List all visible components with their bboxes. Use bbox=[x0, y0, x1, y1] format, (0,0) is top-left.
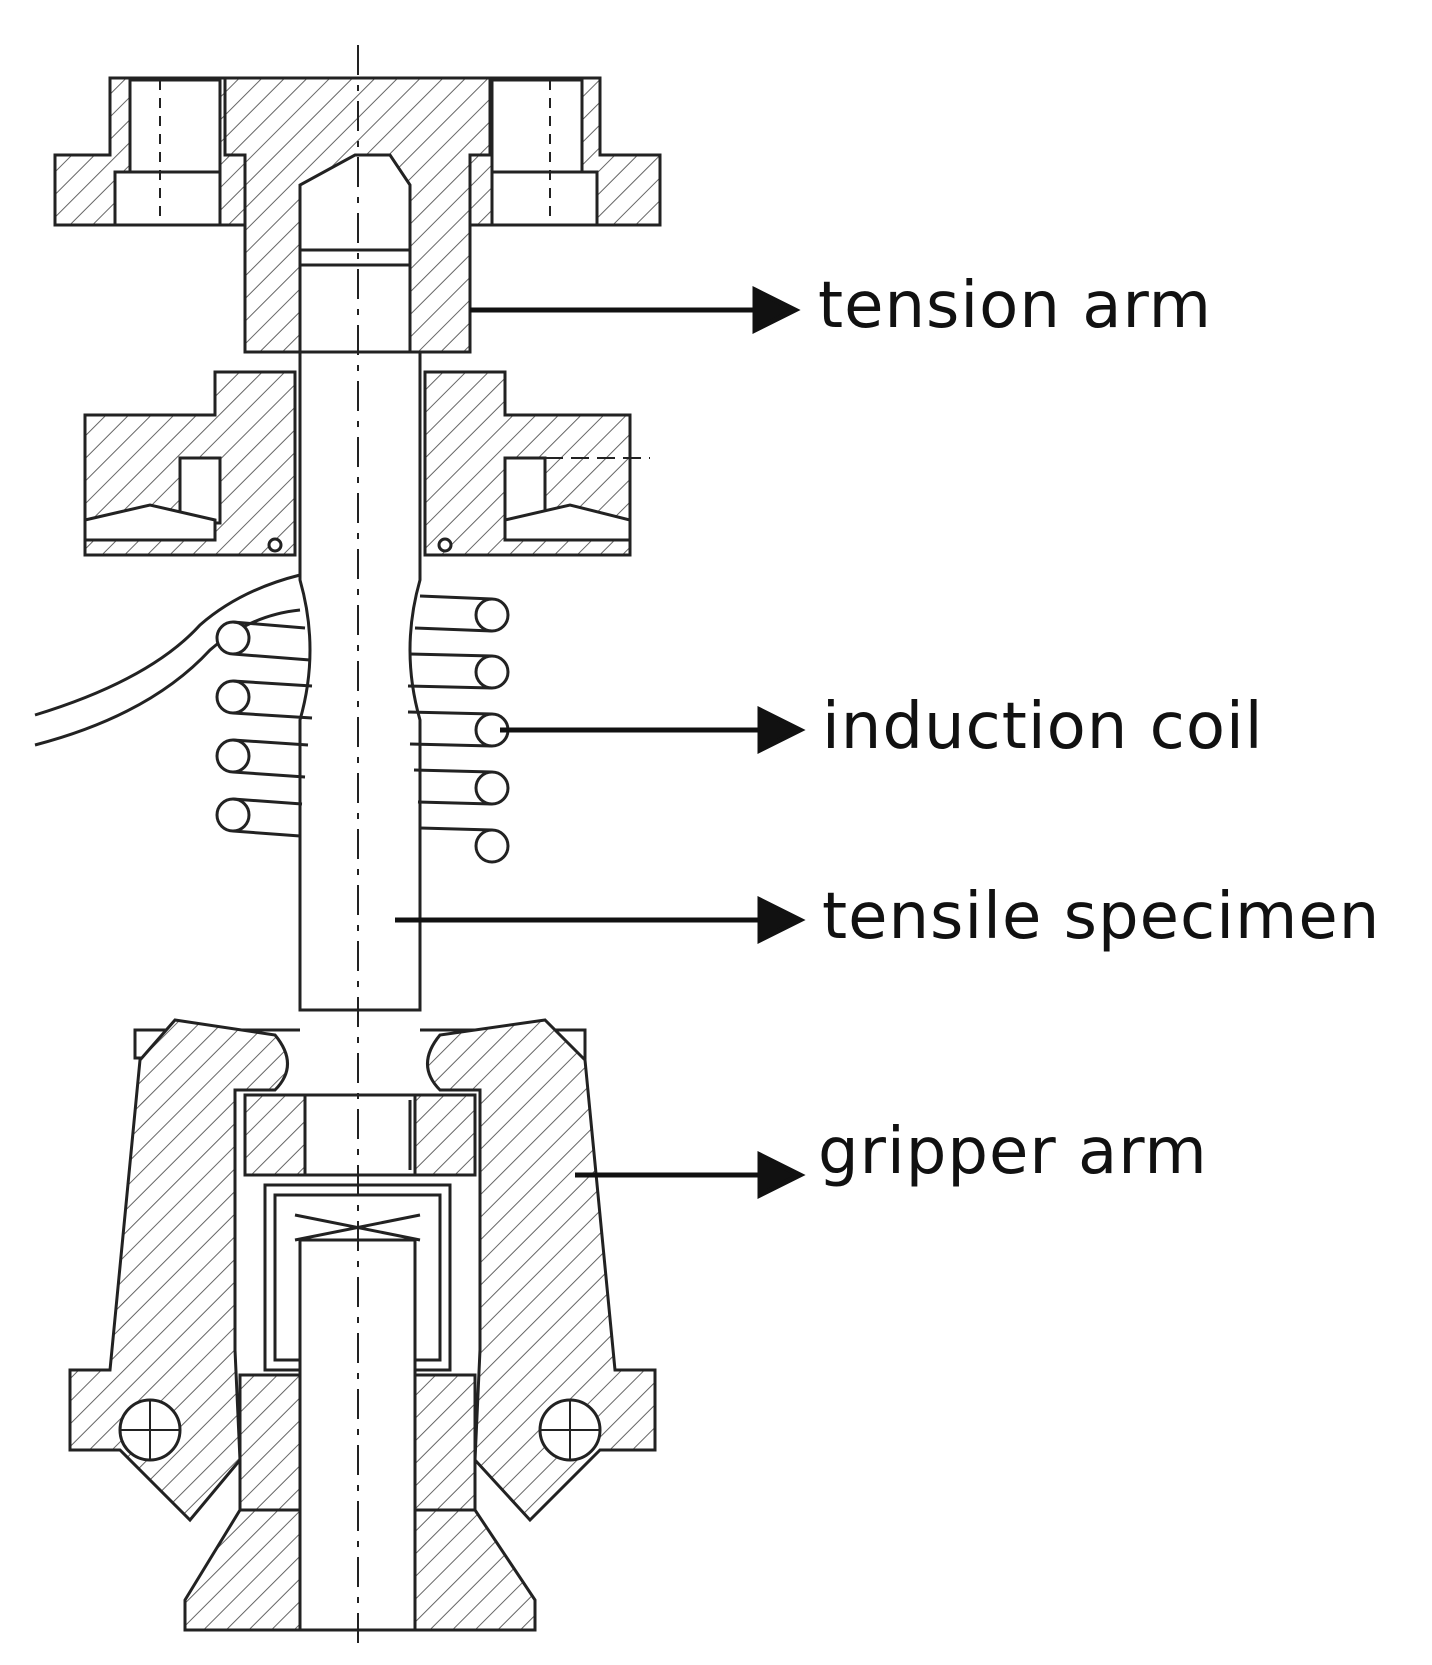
tensile-specimen-label: tensile specimen bbox=[822, 880, 1381, 954]
induction-coil-arrow bbox=[500, 705, 806, 755]
induction-coil-label: induction coil bbox=[822, 690, 1264, 764]
gripper-arm-arrow bbox=[575, 1150, 806, 1200]
tension-arm-label: tension arm bbox=[818, 269, 1212, 343]
tensile-specimen bbox=[298, 350, 422, 1177]
middle-clamp-block bbox=[83, 370, 650, 557]
induction-coil bbox=[215, 594, 510, 864]
tensile-specimen-arrow bbox=[395, 895, 806, 945]
tension-arm-arrow bbox=[470, 285, 801, 335]
gripper-arm-label: gripper arm bbox=[818, 1115, 1208, 1189]
callout-arrows bbox=[395, 285, 806, 1200]
coil-cable bbox=[34, 573, 301, 747]
